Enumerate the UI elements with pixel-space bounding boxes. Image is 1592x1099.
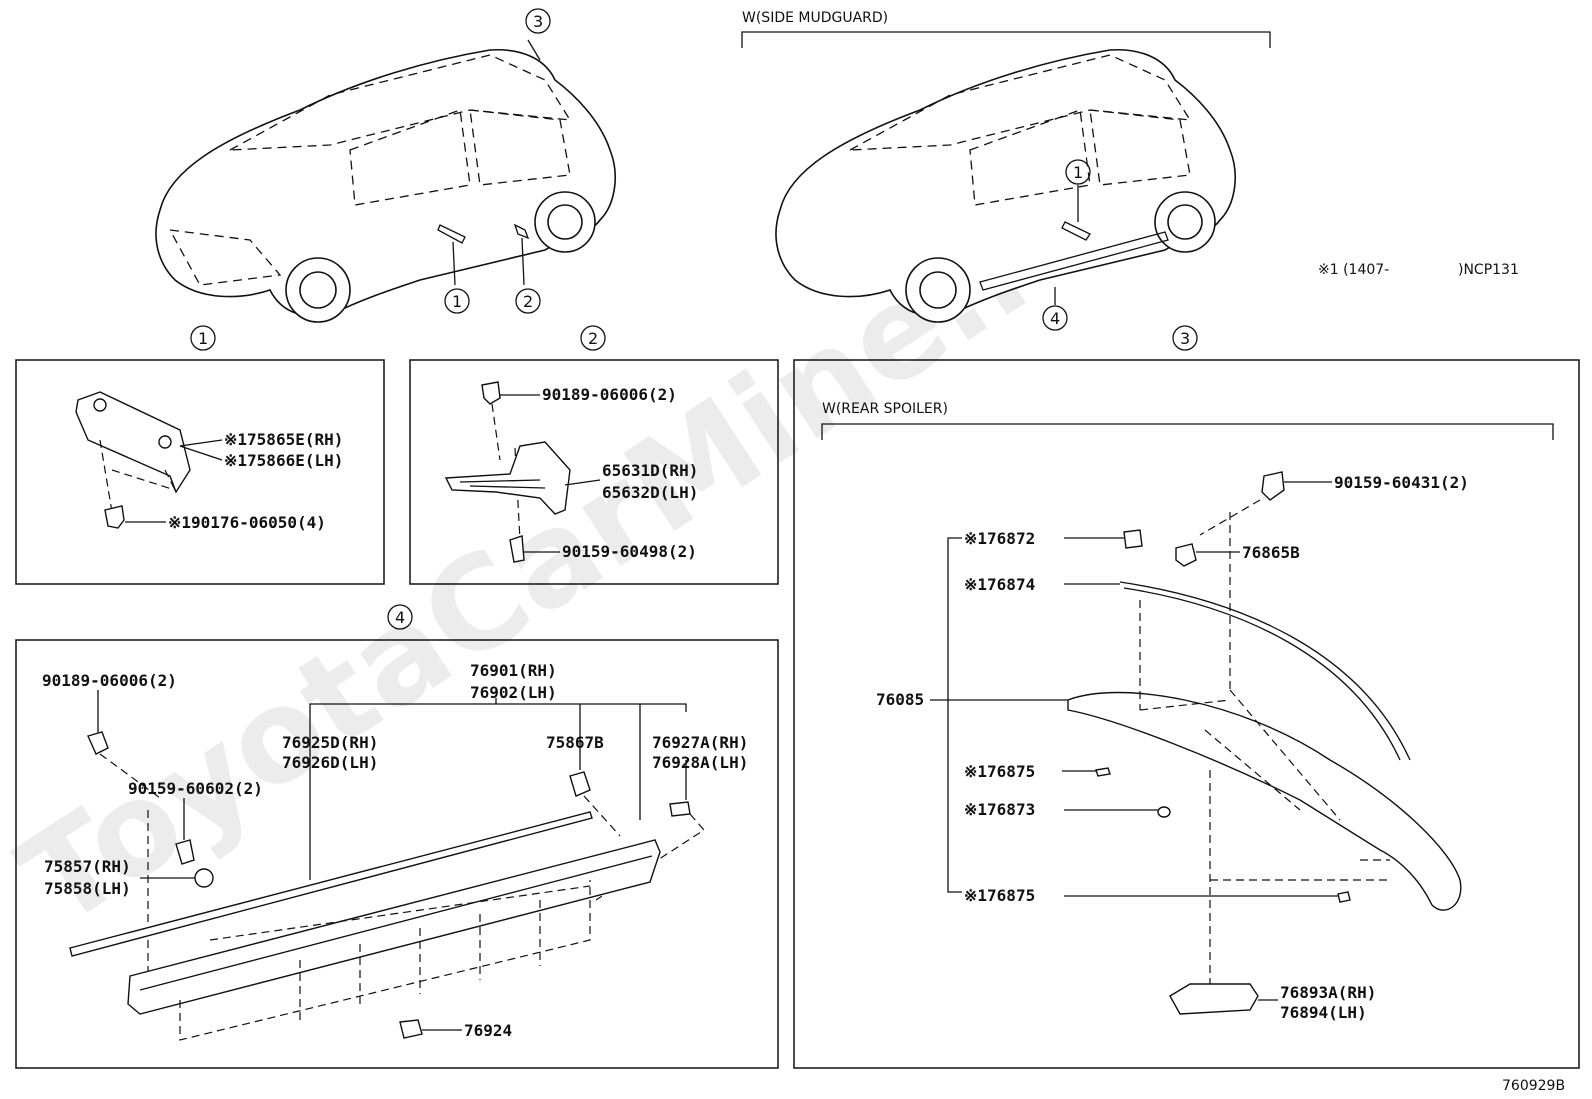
rear-spoiler-part (1067, 691, 1462, 911)
svg-text:4: 4 (395, 608, 405, 627)
clip-icon (104, 505, 125, 529)
svg-text:90159-60602(2): 90159-60602(2) (128, 779, 263, 798)
svg-text:1: 1 (1073, 163, 1083, 182)
svg-text:76925D(RH): 76925D(RH) (282, 733, 378, 752)
svg-text:※176875: ※176875 (964, 886, 1035, 905)
svg-text:76894(LH): 76894(LH) (1280, 1003, 1367, 1022)
callout-car-1[interactable]: 1 (444, 288, 470, 314)
callout-car-4[interactable]: 4 (1042, 305, 1068, 331)
svg-text:※1 (1407-: ※1 (1407- (1318, 262, 1389, 278)
svg-text:4: 4 (1050, 309, 1060, 328)
svg-text:90189-06006(2): 90189-06006(2) (42, 671, 177, 690)
cover-part (1169, 983, 1259, 1015)
svg-text:76926D(LH): 76926D(LH) (282, 753, 378, 772)
svg-text:※176874: ※176874 (964, 575, 1035, 594)
car-right-illustration (775, 48, 1236, 323)
svg-text:65632D(LH): 65632D(LH) (602, 483, 698, 502)
svg-text:76901(RH): 76901(RH) (470, 661, 557, 680)
panel-2: 90189-06006(2) 65631D(RH) 65632D(LH) 901… (409, 359, 779, 585)
svg-text:※175866E(LH): ※175866E(LH) (224, 451, 343, 470)
side-mudguard-header: W(SIDE MUDGUARD) (741, 10, 1271, 48)
svg-text:75858(LH): 75858(LH) (44, 879, 131, 898)
screw-icon (1261, 471, 1285, 501)
panel-3: W(REAR SPOILER) 90159-60431(2) 76865B ※1… (793, 359, 1580, 1069)
svg-text:2: 2 (588, 329, 598, 348)
pad-part (1123, 529, 1143, 549)
svg-text:75857(RH): 75857(RH) (44, 857, 131, 876)
svg-text:W(REAR SPOILER): W(REAR SPOILER) (822, 401, 948, 417)
svg-text:2: 2 (523, 292, 533, 311)
mudguard-part (444, 441, 571, 515)
callout-car-3[interactable]: 3 (525, 8, 551, 34)
svg-text:90159-60431(2): 90159-60431(2) (1334, 473, 1469, 492)
svg-text:76893A(RH): 76893A(RH) (1280, 983, 1376, 1002)
drawing-number: 760929B (1502, 1078, 1565, 1094)
callout-car-1b[interactable]: 1 (1065, 159, 1091, 185)
panel-4: 90189-06006(2) 76901(RH) 76902(LH) 76925… (15, 639, 779, 1069)
svg-text:3: 3 (533, 12, 543, 31)
svg-text:90159-60498(2): 90159-60498(2) (562, 542, 697, 561)
svg-text:76924: 76924 (464, 1021, 512, 1040)
svg-text:76928A(LH): 76928A(LH) (652, 753, 748, 772)
svg-text:※176872: ※176872 (964, 529, 1035, 548)
section-4-label[interactable]: 4 (387, 604, 413, 630)
svg-text:※175865E(RH): ※175865E(RH) (224, 430, 343, 449)
spoiler-strip (1119, 581, 1411, 761)
callout-car-2[interactable]: 2 (515, 288, 541, 314)
nut-icon (399, 1019, 423, 1039)
clip-icon (87, 731, 109, 755)
svg-text:76085: 76085 (876, 690, 924, 709)
svg-text:65631D(RH): 65631D(RH) (602, 461, 698, 480)
clip-icon (569, 771, 591, 797)
svg-text:W(SIDE MUDGUARD): W(SIDE MUDGUARD) (742, 10, 888, 26)
svg-text:76865B: 76865B (1242, 543, 1300, 562)
svg-text:1: 1 (452, 292, 462, 311)
svg-text:※176875: ※176875 (964, 762, 1035, 781)
rear-spoiler-header: W(REAR SPOILER) (821, 401, 1554, 440)
side-molding-part (127, 839, 661, 1015)
panel-1: ※175865E(RH) ※175866E(LH) ※190176-06050(… (15, 359, 385, 585)
svg-text:76902(LH): 76902(LH) (470, 683, 557, 702)
note-ncp131: ※1 (1407- )NCP131 (1318, 262, 1519, 278)
svg-text:75867B: 75867B (546, 733, 604, 752)
car-left-illustration (155, 39, 616, 323)
side-bracket-part (75, 391, 191, 494)
svg-text:)NCP131: )NCP131 (1458, 262, 1519, 278)
section-3-label[interactable]: 3 (1172, 325, 1198, 351)
svg-text:1: 1 (198, 329, 208, 348)
clip-icon (481, 381, 501, 405)
svg-text:※190176-06050(4): ※190176-06050(4) (168, 513, 326, 532)
section-2-label[interactable]: 2 (580, 325, 606, 351)
molding-strip (69, 811, 593, 957)
svg-text:3: 3 (1180, 329, 1190, 348)
svg-text:※176873: ※176873 (964, 800, 1035, 819)
screw-icon (509, 535, 525, 563)
svg-text:76927A(RH): 76927A(RH) (652, 733, 748, 752)
screw-icon (175, 839, 195, 865)
section-1-label[interactable]: 1 (190, 325, 216, 351)
svg-text:90189-06006(2): 90189-06006(2) (542, 385, 677, 404)
clip-icon (1175, 543, 1197, 567)
